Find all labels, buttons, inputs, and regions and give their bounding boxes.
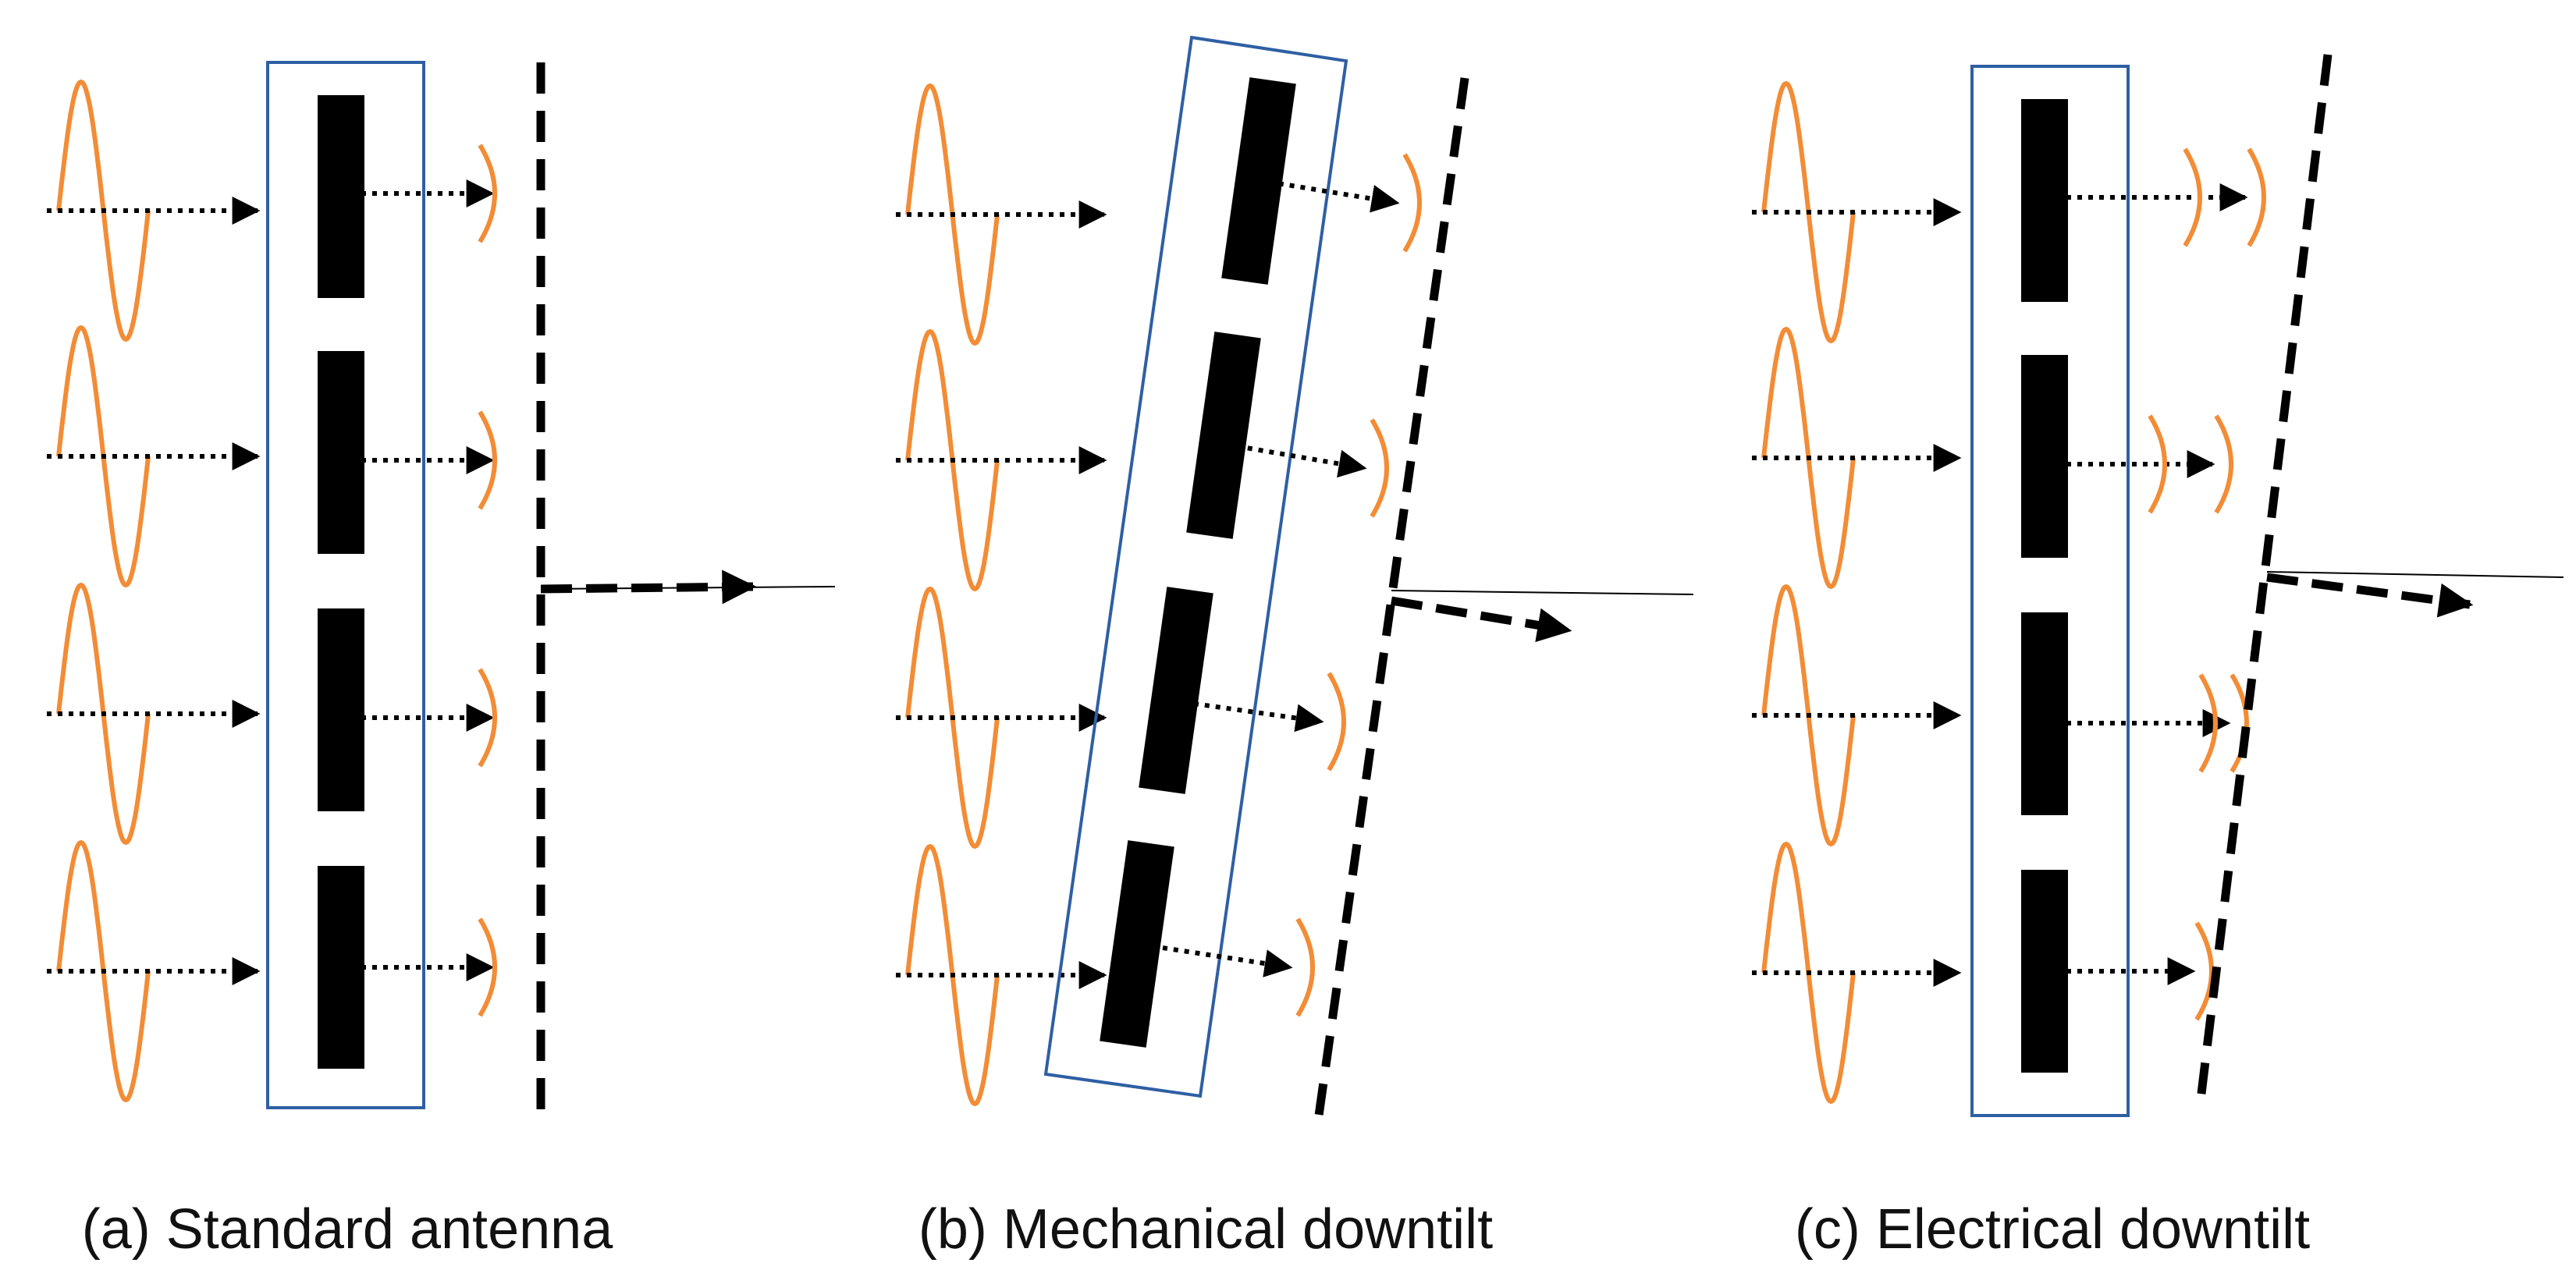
panel-mechanical-downtilt	[896, 35, 1694, 1116]
panel-electrical-downtilt	[1752, 54, 2564, 1117]
antenna-element	[318, 351, 364, 554]
beam-direction-arrow	[540, 569, 757, 605]
antenna-frame	[1970, 65, 2130, 1117]
antenna-frame	[266, 61, 425, 1109]
beam-direction-arrow	[1391, 596, 1572, 643]
signal-arrow	[1267, 179, 1400, 213]
wavefront-arc	[2230, 673, 2249, 773]
wavefront-arc	[2198, 673, 2218, 773]
wavefront-line-tilted	[1314, 77, 1469, 1116]
antenna-element	[1100, 840, 1174, 1048]
antenna-frame-tilted	[1043, 35, 1348, 1098]
antenna-element	[1186, 332, 1261, 539]
signal-arrow	[1162, 945, 1293, 977]
antenna-element	[2021, 612, 2068, 815]
caption-electrical-downtilt: (c) Electrical downtilt	[1795, 1198, 2310, 1261]
wavefront-arc	[1295, 917, 1315, 1017]
beam-direction-arrow	[2266, 573, 2474, 618]
reference-horizon-line	[1391, 590, 1694, 595]
wavefront-arc	[2183, 147, 2202, 247]
antenna-element	[2021, 99, 2068, 302]
antenna-element	[1139, 587, 1213, 794]
panel-standard-antenna	[47, 61, 836, 1112]
signal-arrow	[1193, 701, 1324, 733]
wavefront-arc	[1370, 418, 1389, 518]
wavefront-arc	[2247, 147, 2266, 247]
wavefront-arc	[2148, 414, 2167, 514]
antenna-element	[318, 608, 364, 811]
reference-horizon-line	[2266, 571, 2564, 578]
wavefront-arc	[478, 144, 497, 243]
wavefront-arc	[478, 410, 497, 510]
wavefront-arc	[2214, 414, 2233, 514]
wavefront-arc	[478, 668, 497, 768]
caption-standard-antenna: (a) Standard antenna	[82, 1198, 613, 1261]
wavefront-arc	[1327, 672, 1346, 772]
wavefront-arc	[1402, 153, 1422, 253]
wavefront-arc	[478, 917, 497, 1017]
antenna-element	[318, 866, 364, 1069]
signal-arrow	[1236, 444, 1367, 478]
wavefront-arc	[2194, 921, 2214, 1021]
wavefront-line-tilted	[2196, 54, 2333, 1101]
antenna-element	[318, 95, 364, 298]
antenna-element	[1221, 77, 1296, 285]
caption-mechanical-downtilt: (b) Mechanical downtilt	[918, 1198, 1493, 1261]
antenna-element	[2021, 870, 2068, 1073]
antenna-element	[2021, 355, 2068, 558]
